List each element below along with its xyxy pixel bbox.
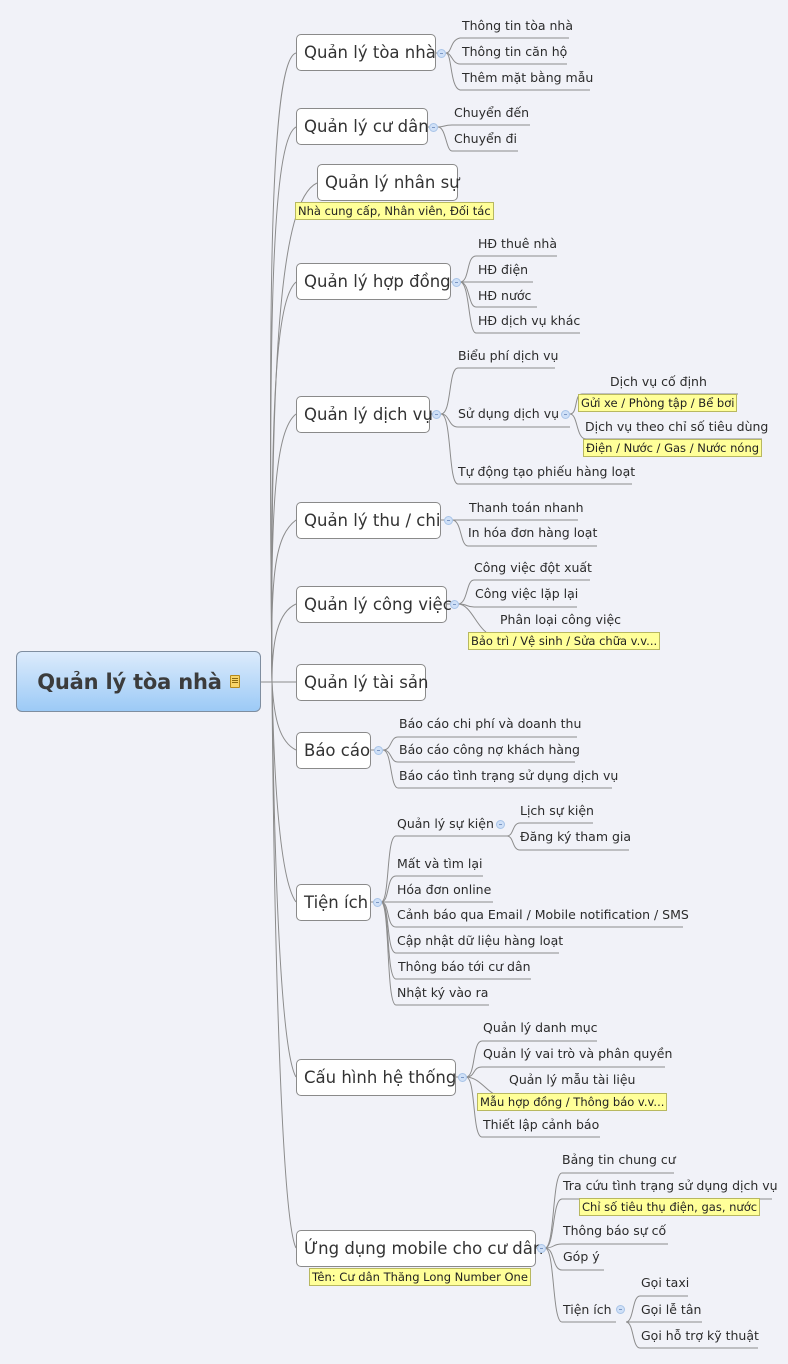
topic-task-management[interactable]: Quản lý công việc xyxy=(296,586,452,623)
collapse-toggle-icon[interactable] xyxy=(432,410,441,419)
topic-label: Quản lý nhân sự xyxy=(325,173,460,192)
note-label: Bảo trì / Vệ sinh / Sửa chữa v.v... xyxy=(468,632,661,650)
topic-label: Quản lý cư dân xyxy=(304,117,429,136)
note-label: Mẫu hợp đồng / Thông báo v.v... xyxy=(477,1093,668,1111)
subtopic[interactable]: Góp ý xyxy=(563,1249,600,1264)
subtopic[interactable]: Sử dụng dịch vụ xyxy=(458,406,560,421)
root-topic-label: Quản lý tòa nhà xyxy=(37,669,222,694)
note-label: Điện / Nước / Gas / Nước nóng xyxy=(583,439,763,457)
subtopic[interactable]: Mất và tìm lại xyxy=(397,856,483,871)
subtopic[interactable]: Bảng tin chung cư xyxy=(562,1152,676,1167)
subtopic[interactable]: Dịch vụ theo chỉ số tiêu dùng xyxy=(585,419,769,434)
subtopic[interactable]: Thiết lập cảnh báo xyxy=(483,1117,600,1132)
subtopic[interactable]: Báo cáo công nợ khách hàng xyxy=(399,742,580,757)
subtopic[interactable]: Dịch vụ cố định xyxy=(610,374,707,389)
topic-system-config[interactable]: Cấu hình hệ thống xyxy=(296,1059,456,1096)
subtopic[interactable]: Nhật ký vào ra xyxy=(397,985,489,1000)
note-label: Tên: Cư dân Thăng Long Number One xyxy=(309,1268,531,1286)
subtopic[interactable]: Thanh toán nhanh xyxy=(469,500,584,515)
subtopic[interactable]: Quản lý vai trò và phân quyền xyxy=(483,1046,673,1061)
subtopic[interactable]: Thông tin căn hộ xyxy=(462,44,568,59)
topic-asset-management[interactable]: Quản lý tài sản xyxy=(296,664,429,701)
topic-contract-management[interactable]: Quản lý hợp đồng xyxy=(296,263,451,300)
subtopic[interactable]: Hóa đơn online xyxy=(397,882,492,897)
topic-label: Quản lý thu / chi xyxy=(304,511,441,530)
subtopic[interactable]: Quản lý sự kiện xyxy=(397,816,494,831)
collapse-toggle-icon[interactable] xyxy=(537,1244,546,1253)
collapse-toggle-icon[interactable] xyxy=(373,898,382,907)
subtopic[interactable]: In hóa đơn hàng loạt xyxy=(468,525,598,540)
subtopic[interactable]: Thông báo sự cố xyxy=(563,1223,667,1238)
subtopic[interactable]: Lịch sự kiện xyxy=(520,803,594,818)
collapse-toggle-icon[interactable] xyxy=(561,410,570,419)
topic-label: Báo cáo xyxy=(304,741,371,760)
subtopic[interactable]: Công việc đột xuất xyxy=(474,560,592,575)
note-icon[interactable] xyxy=(229,675,240,688)
subtopic[interactable]: Phân loại công việc xyxy=(500,612,622,627)
subtopic[interactable]: Chuyển đến xyxy=(454,105,530,120)
subtopic[interactable]: Tiện ích xyxy=(563,1302,612,1317)
root-connectors xyxy=(261,52,318,1249)
subtopic[interactable]: Cập nhật dữ liệu hàng loạt xyxy=(397,933,564,948)
topic-finance-management[interactable]: Quản lý thu / chi xyxy=(296,502,441,539)
collapse-toggle-icon[interactable] xyxy=(374,746,383,755)
subtopic[interactable]: Cảnh báo qua Email / Mobile notification… xyxy=(397,907,689,922)
subtopic[interactable]: Gọi lễ tân xyxy=(641,1302,702,1317)
note-label: Chỉ số tiêu thụ điện, gas, nước xyxy=(579,1198,761,1216)
topic-mobile-app[interactable]: Ứng dụng mobile cho cư dân xyxy=(296,1230,543,1267)
collapse-toggle-icon[interactable] xyxy=(450,600,459,609)
subtopic[interactable]: Tra cứu tình trạng sử dụng dịch vụ xyxy=(563,1178,778,1193)
subtopic[interactable]: Biểu phí dịch vụ xyxy=(458,348,559,363)
topic-label: Ứng dụng mobile cho cư dân xyxy=(304,1239,544,1258)
subtopic[interactable]: Báo cáo chi phí và doanh thu xyxy=(399,716,582,731)
topic-reports[interactable]: Báo cáo xyxy=(296,732,371,769)
topic-label: Cấu hình hệ thống xyxy=(304,1068,457,1087)
subtopic[interactable]: Gọi hỗ trợ kỹ thuật xyxy=(641,1328,759,1343)
collapse-toggle-icon[interactable] xyxy=(496,820,505,829)
topic-service-management[interactable]: Quản lý dịch vụ xyxy=(296,396,433,433)
subtopic[interactable]: Thông tin tòa nhà xyxy=(462,18,573,33)
collapse-toggle-icon[interactable] xyxy=(616,1305,625,1314)
subtopic[interactable]: Tự động tạo phiếu hàng loạt xyxy=(458,464,636,479)
collapse-toggle-icon[interactable] xyxy=(458,1073,467,1082)
subtopic[interactable]: HĐ điện xyxy=(478,262,529,277)
subtopic[interactable]: HĐ thuê nhà xyxy=(478,236,557,251)
collapse-toggle-icon[interactable] xyxy=(444,516,453,525)
subtopic[interactable]: Đăng ký tham gia xyxy=(520,829,632,844)
topic-label: Quản lý dịch vụ xyxy=(304,405,433,424)
subtopic[interactable]: Thông báo tới cư dân xyxy=(398,959,531,974)
topic-resident-management[interactable]: Quản lý cư dân xyxy=(296,108,429,145)
collapse-toggle-icon[interactable] xyxy=(437,49,446,58)
subtopic[interactable]: HĐ nước xyxy=(478,288,532,303)
subtopic[interactable]: Công việc lặp lại xyxy=(475,586,579,601)
subtopic[interactable]: Thêm mặt bằng mẫu xyxy=(462,70,594,85)
topic-utilities[interactable]: Tiện ích xyxy=(296,884,371,921)
topic-label: Quản lý công việc xyxy=(304,595,452,614)
note-label: Nhà cung cấp, Nhân viên, Đối tác xyxy=(295,202,494,220)
topic-label: Quản lý tòa nhà xyxy=(304,43,436,62)
topic-label: Quản lý hợp đồng xyxy=(304,272,451,291)
root-topic[interactable]: Quản lý tòa nhà xyxy=(16,651,261,712)
subtopic[interactable]: Báo cáo tình trạng sử dụng dịch vụ xyxy=(399,768,619,783)
subtopic[interactable]: Gọi taxi xyxy=(641,1275,690,1290)
topic-building-management[interactable]: Quản lý tòa nhà xyxy=(296,34,436,71)
note-label: Gửi xe / Phòng tập / Bể bơi xyxy=(578,394,738,412)
collapse-toggle-icon[interactable] xyxy=(429,123,438,132)
subtopic[interactable]: Chuyển đi xyxy=(454,131,517,146)
collapse-toggle-icon[interactable] xyxy=(452,278,461,287)
topic-label: Quản lý tài sản xyxy=(304,673,429,692)
subtopic[interactable]: HĐ dịch vụ khác xyxy=(478,313,581,328)
subtopic[interactable]: Quản lý mẫu tài liệu xyxy=(509,1072,636,1087)
topic-label: Tiện ích xyxy=(304,893,369,912)
topic-staff-management[interactable]: Quản lý nhân sự xyxy=(317,164,460,201)
subtopic[interactable]: Quản lý danh mục xyxy=(483,1020,598,1035)
